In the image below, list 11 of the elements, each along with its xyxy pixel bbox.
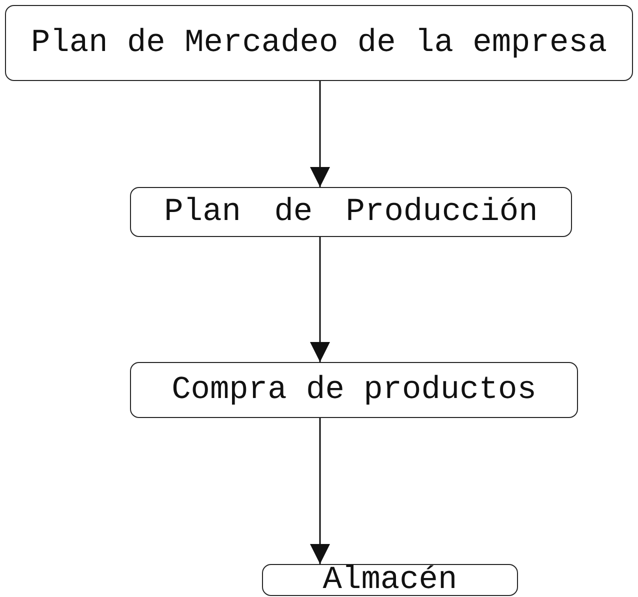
process-box bbox=[130, 187, 572, 237]
process-box bbox=[130, 362, 578, 418]
box-label: Plan de Mercadeo de la empresa bbox=[30, 27, 608, 59]
process-box bbox=[5, 5, 633, 81]
box-label: Plan de Producción bbox=[164, 196, 538, 228]
arrow bbox=[310, 81, 330, 187]
arrow bbox=[310, 237, 330, 362]
box-label: Compra de productos bbox=[172, 374, 536, 406]
process-box bbox=[262, 564, 518, 596]
box-label: Almacén bbox=[322, 564, 458, 596]
arrow bbox=[310, 418, 330, 564]
